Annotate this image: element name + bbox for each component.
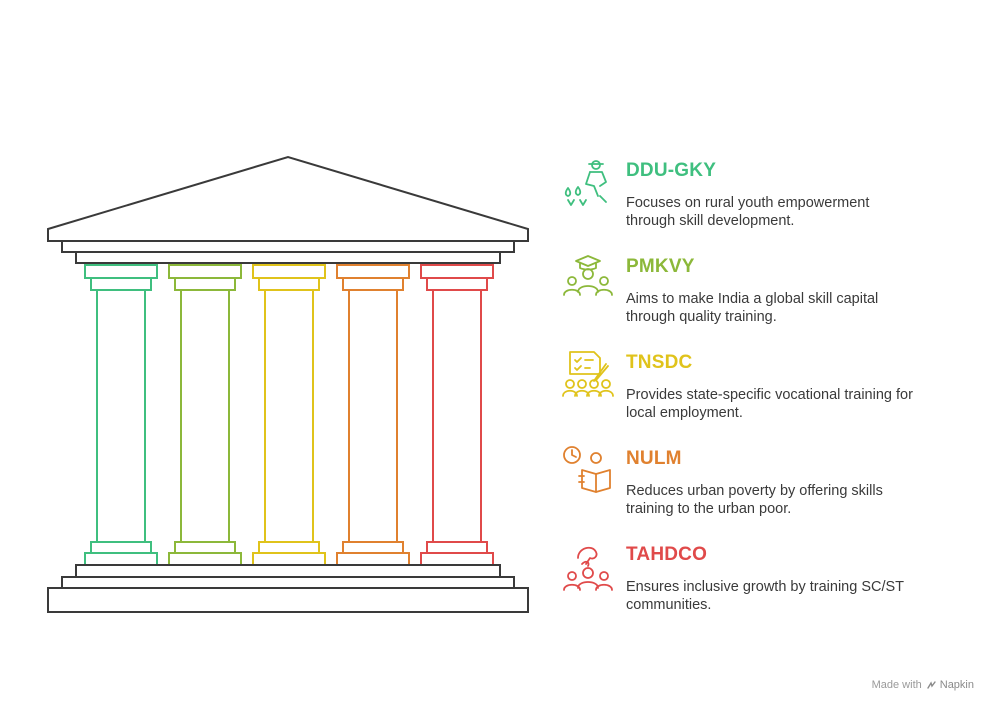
- temple-base: [47, 564, 529, 613]
- item-ddu-gky: DDU-GKY Focuses on rural youth empowerme…: [560, 156, 980, 236]
- made-with-label: Made with: [871, 679, 922, 691]
- item-tnsdc: TNSDC Provides state-specific vocational…: [560, 348, 980, 428]
- item-title: NULM: [626, 448, 682, 469]
- napkin-label: Napkin: [939, 679, 974, 691]
- item-tahdco: TAHDCO Ensures inclusive growth by train…: [560, 540, 980, 620]
- napkin-brand: Napkin: [926, 679, 974, 691]
- item-title: PMKVY: [626, 256, 695, 277]
- item-description: Aims to make India a global skill capita…: [626, 291, 879, 325]
- temple-columns: [84, 264, 494, 566]
- item-title: TAHDCO: [626, 544, 708, 565]
- item-description: Ensures inclusive growth by training SC/…: [626, 579, 904, 613]
- checklist-group-icon: [562, 351, 614, 397]
- clock-reader-icon: [563, 446, 611, 493]
- column-pmkvy: [168, 264, 242, 566]
- column-tnsdc: [252, 264, 326, 566]
- hand-group-icon: [563, 546, 613, 591]
- column-nulm: [336, 264, 410, 566]
- item-description: Reduces urban poverty by offering skills…: [626, 483, 883, 517]
- item-pmkvy: PMKVY Aims to make India a global skill …: [560, 252, 980, 332]
- item-description: Provides state-specific vocational train…: [626, 387, 913, 421]
- temple-diagram: [47, 155, 529, 613]
- farmer-icon: [564, 160, 607, 206]
- napkin-logo-icon: [927, 680, 936, 689]
- item-description: Focuses on rural youth empowerment throu…: [626, 195, 870, 229]
- graduate-group-icon: [563, 255, 613, 296]
- column-tahdco: [420, 264, 494, 566]
- item-title: TNSDC: [626, 352, 693, 373]
- temple-roof: [47, 155, 529, 264]
- column-ddu-gky: [84, 264, 158, 566]
- item-title: DDU-GKY: [626, 160, 717, 181]
- made-with-napkin: Made with Napkin: [872, 679, 974, 691]
- item-nulm: NULM Reduces urban poverty by offering s…: [560, 444, 980, 524]
